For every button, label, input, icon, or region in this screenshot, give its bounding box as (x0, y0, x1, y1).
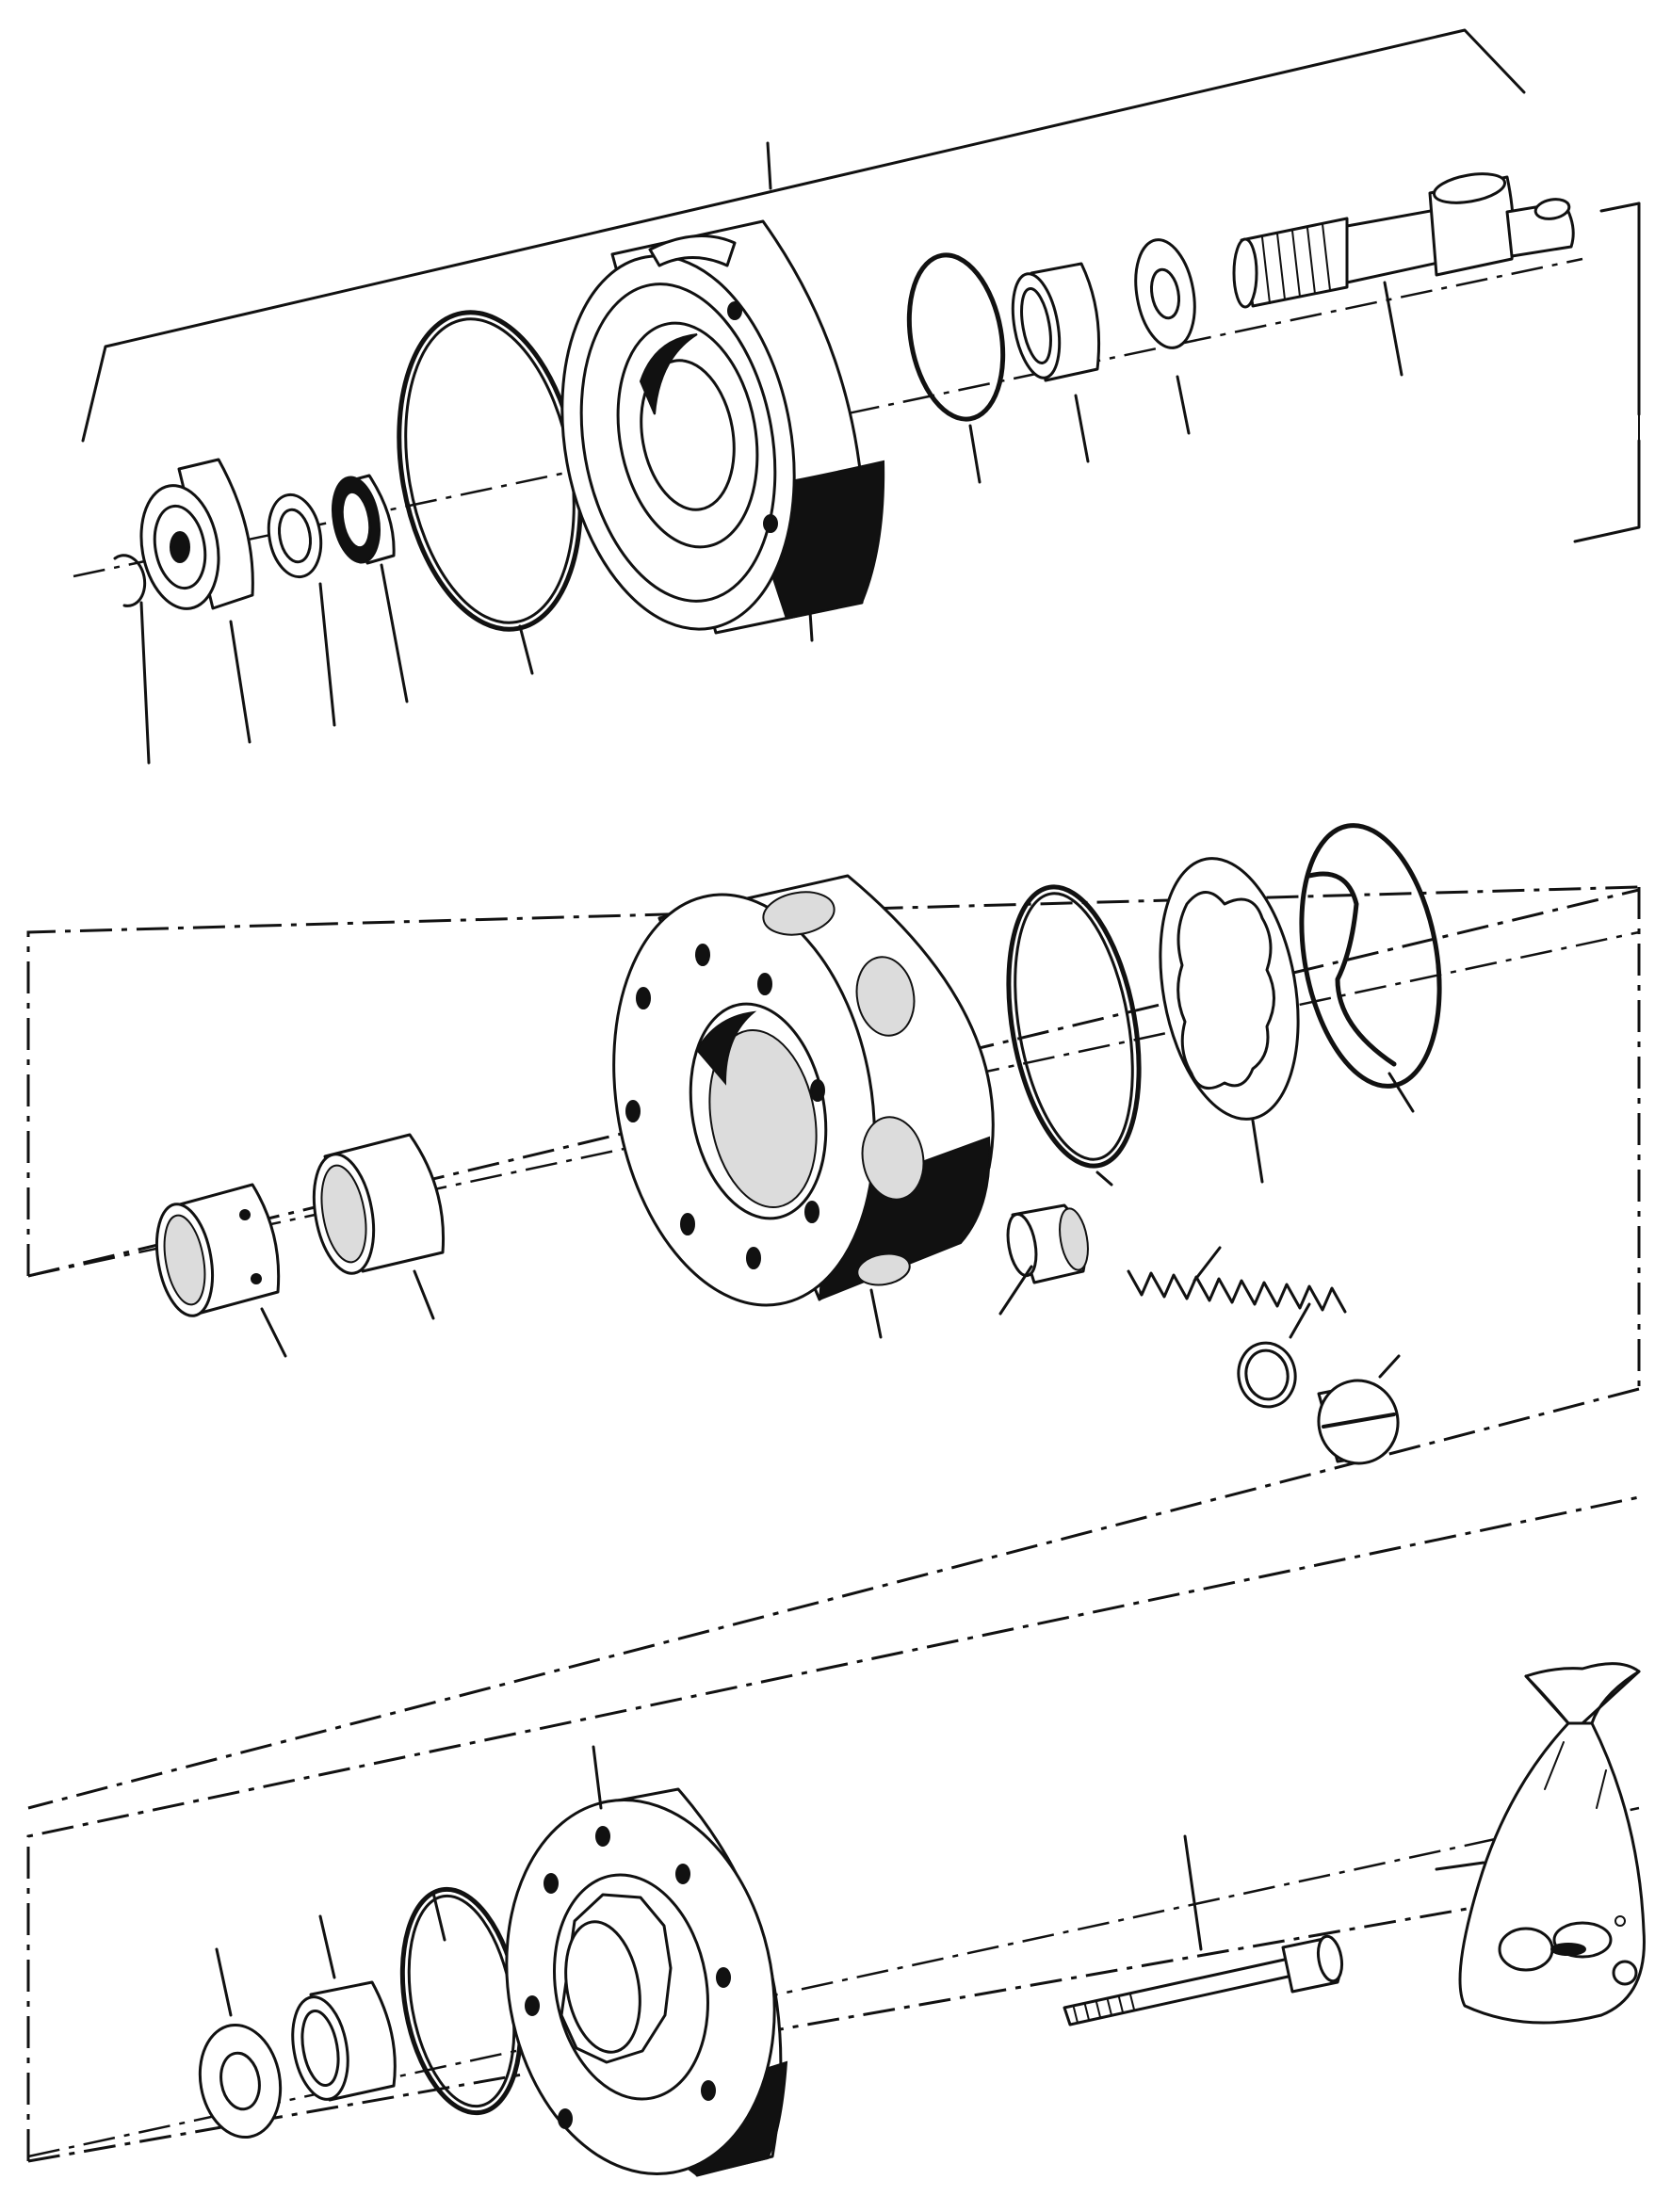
valve-body (612, 874, 995, 1339)
washer-upper (267, 492, 336, 727)
needle-bearing-upper (1011, 262, 1101, 463)
end-cover (505, 1745, 788, 2177)
cap-screw (1063, 1834, 1344, 2026)
upper-centerline (73, 257, 1583, 578)
seal-ring (1299, 823, 1442, 1113)
ring-middle (1237, 1302, 1311, 1409)
lower-centerline (27, 1806, 1640, 2158)
middle-assembly-frame (26, 885, 1641, 1810)
bushing (312, 1133, 446, 1320)
seal-kit-bag (1435, 1662, 1646, 2025)
o-ring-small-upper (906, 252, 1006, 484)
retaining-ring-upper (113, 554, 151, 765)
drive-shaft (1232, 172, 1575, 377)
thrust-washer-upper (1134, 238, 1196, 435)
shaft-seal (332, 474, 409, 703)
upper-assembly-frame (81, 28, 1641, 543)
spring (1127, 1246, 1347, 1314)
backup-ring (1159, 857, 1300, 1184)
needle-bearing-lower (291, 1914, 397, 2102)
housing (560, 219, 885, 642)
middle-centerline (27, 930, 1640, 1278)
lower-assembly-frame (26, 1495, 1640, 2163)
plug-slotted (1317, 1354, 1401, 1465)
o-ring-middle (1006, 884, 1142, 1187)
thrust-washer-lower (198, 1947, 283, 2139)
bushing-slotted (155, 1183, 287, 1358)
ball-bearing (139, 458, 254, 744)
valve-sleeve (998, 1203, 1089, 1316)
